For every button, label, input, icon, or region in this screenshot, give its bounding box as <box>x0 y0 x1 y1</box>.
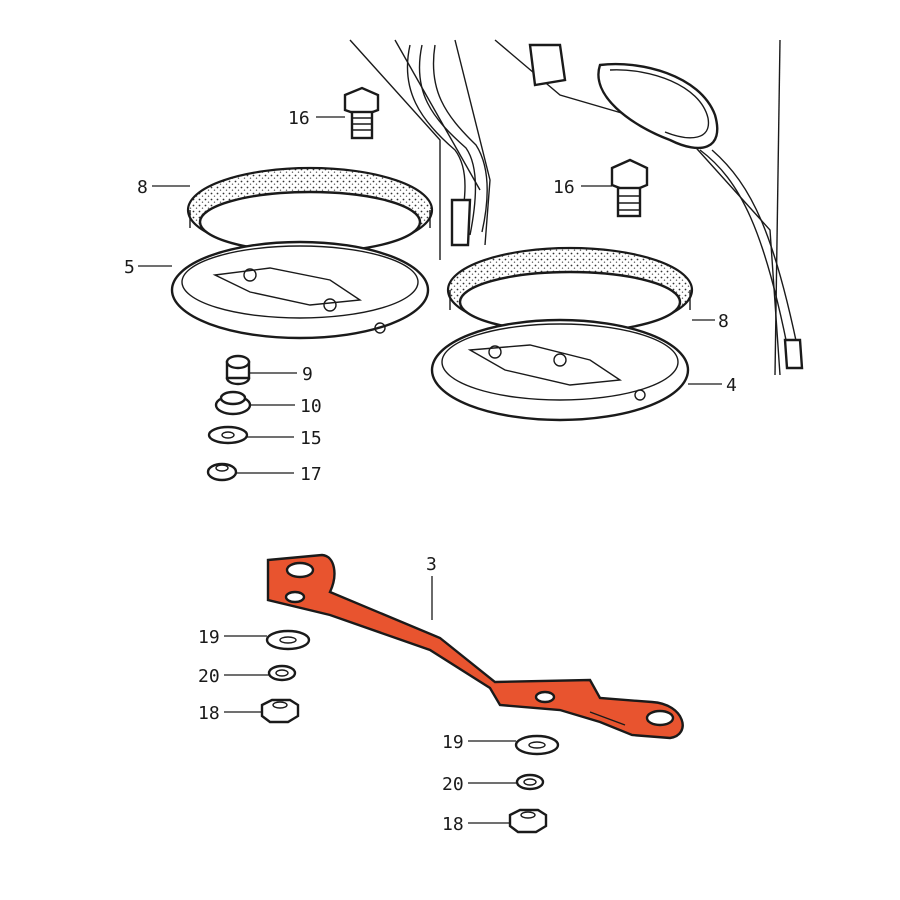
bolt-16-left <box>343 86 380 140</box>
wire-harness <box>406 43 567 247</box>
nut-18-right <box>508 808 548 834</box>
callout-10: 10 <box>300 396 322 417</box>
nut-17 <box>206 462 238 482</box>
callout-8-right: 8 <box>718 311 729 332</box>
spacer-9 <box>225 354 251 386</box>
grommet-10 <box>214 390 252 416</box>
callout-16-left: 16 <box>288 108 310 129</box>
washer-19-right <box>514 734 560 756</box>
gauge-ring-8-right <box>446 246 694 334</box>
callout-9: 9 <box>302 364 313 385</box>
washer-19-left <box>265 629 311 651</box>
callout-labels: 16 16 8 5 8 4 9 10 15 17 3 19 20 18 19 2… <box>124 108 737 835</box>
lock-washer-20-left <box>267 664 297 682</box>
callout-4: 4 <box>726 375 737 396</box>
callout-18-right: 18 <box>442 814 464 835</box>
callout-15: 15 <box>300 428 322 449</box>
callout-8-left: 8 <box>137 177 148 198</box>
bolt-16-right <box>610 158 649 218</box>
callout-20-right: 20 <box>442 774 464 795</box>
callout-19-left: 19 <box>198 627 220 648</box>
callout-18-left: 18 <box>198 703 220 724</box>
bracket-3-highlighted <box>266 553 684 740</box>
callout-20-left: 20 <box>198 666 220 687</box>
callout-5: 5 <box>124 257 135 278</box>
callout-3: 3 <box>426 554 437 575</box>
gauge-case-4 <box>430 318 690 422</box>
gauge-case-5 <box>170 240 430 340</box>
callout-19-right: 19 <box>442 732 464 753</box>
leader-lines <box>138 116 722 824</box>
callout-17: 17 <box>300 464 322 485</box>
callout-16-right: 16 <box>553 177 575 198</box>
washer-15 <box>207 425 249 445</box>
lock-washer-20-right <box>515 773 545 791</box>
gauge-ring-8-left <box>186 166 434 254</box>
nut-18-left <box>260 698 300 724</box>
